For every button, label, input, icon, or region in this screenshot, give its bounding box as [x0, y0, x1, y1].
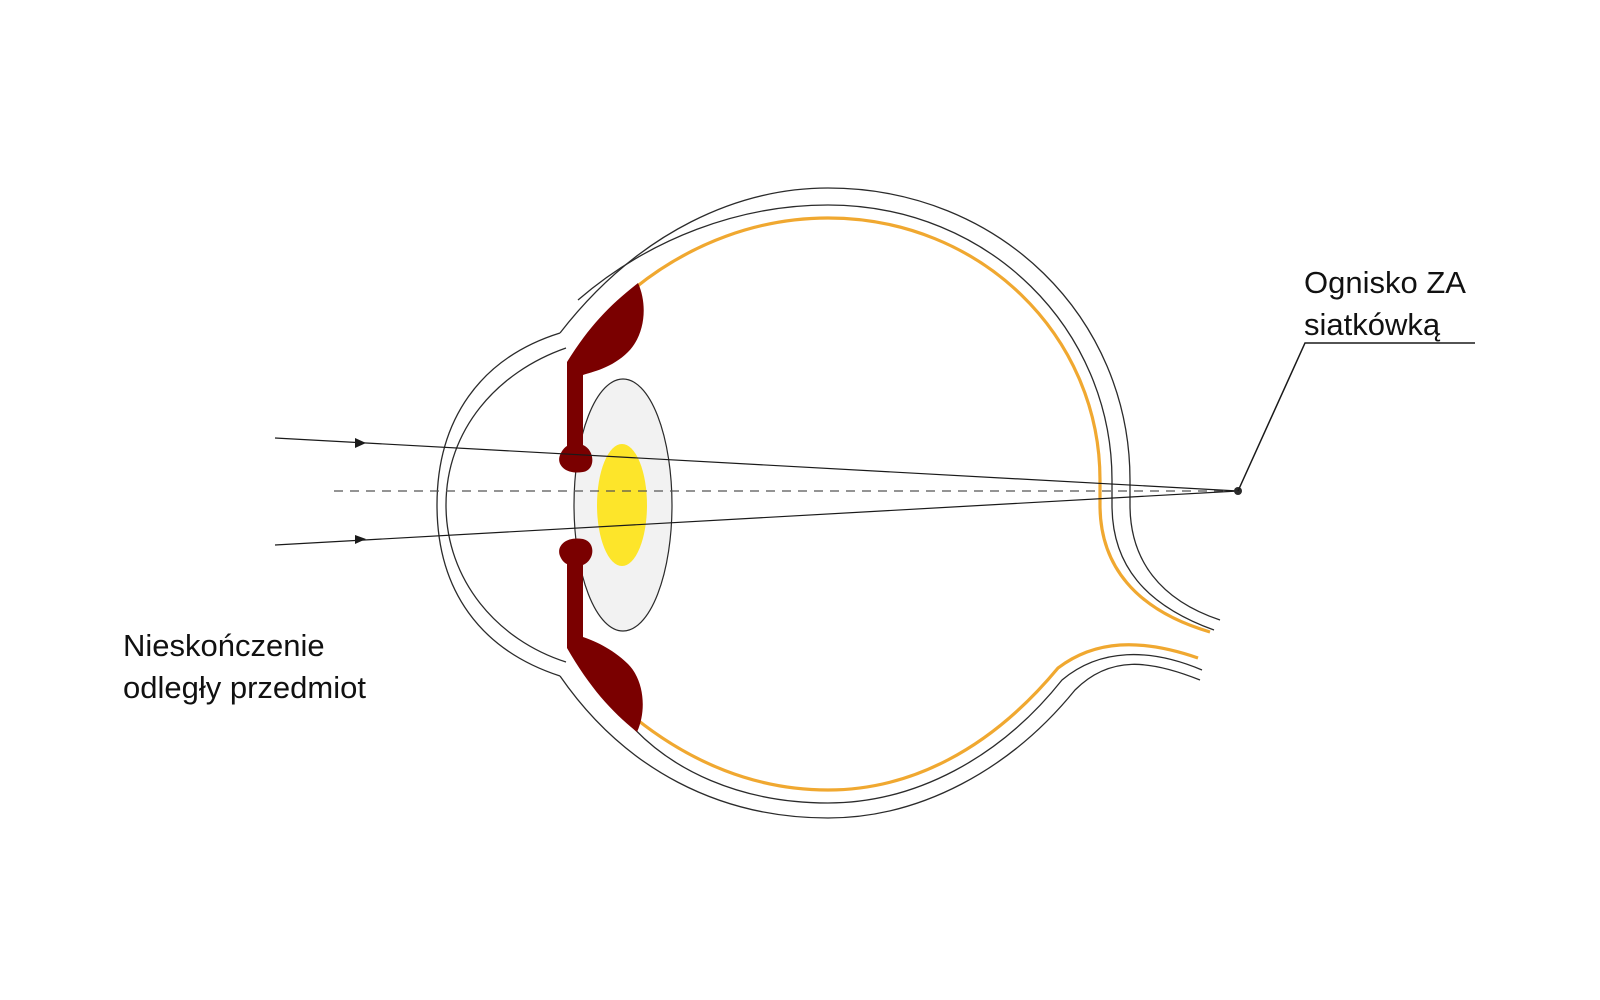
- light-ray-lower: [274, 490, 1239, 546]
- ray-arrow-lower-icon: [355, 535, 366, 544]
- retina: [628, 216, 1211, 634]
- ray-arrow-upper-icon: [355, 438, 366, 448]
- cornea-inner: [445, 347, 567, 663]
- sclera-outer-lower: [559, 663, 1201, 819]
- focus-leader-line: [1237, 342, 1475, 492]
- cornea-outer: [436, 332, 561, 677]
- focus-label-line2: siatkówką: [1304, 307, 1441, 342]
- iris-lower: [559, 538, 643, 732]
- iris-upper: [559, 283, 644, 473]
- sclera-inner-lower: [627, 653, 1203, 804]
- focus-label-line1: Ognisko ZA: [1304, 265, 1466, 300]
- retina-lower: [634, 643, 1199, 792]
- object-label-line2: odległy przedmiot: [123, 670, 366, 705]
- lens-core: [597, 444, 647, 566]
- object-label-line1: Nieskończenie: [123, 628, 325, 663]
- sclera-inner: [577, 204, 1215, 631]
- sclera-outer: [559, 187, 1221, 621]
- light-ray-upper: [274, 437, 1239, 492]
